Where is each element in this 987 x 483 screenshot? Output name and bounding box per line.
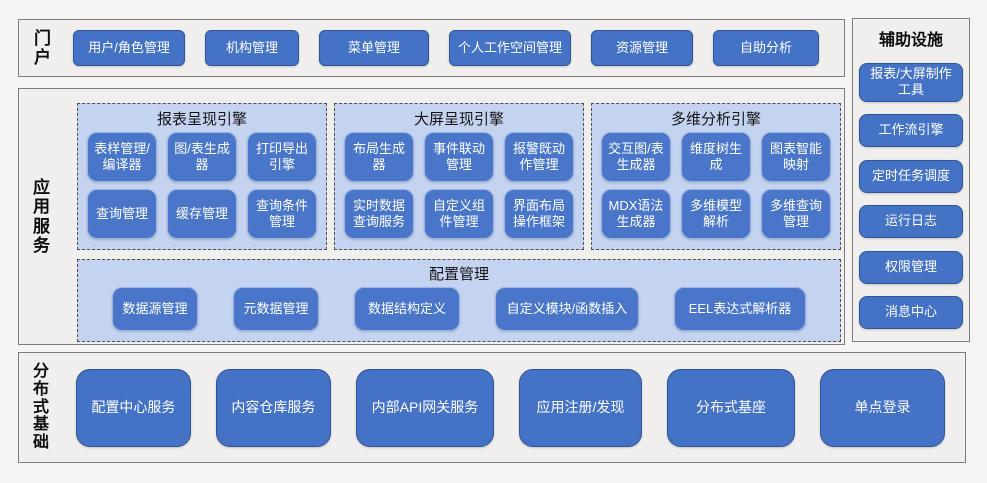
portal-button-self-service-analysis[interactable]: 自助分析	[712, 30, 819, 66]
aux-facilities-panel: 辅助设施 报表/大屏制作工具 工作流引擎 定时任务调度 运行日志 权限管理 消息…	[852, 18, 970, 342]
distributed-foundation-label: 分布式基础	[32, 362, 49, 452]
config-management-box: 配置管理 数据源管理 元数据管理 数据结构定义 自定义模块/函数插入 EEL表达…	[77, 259, 841, 342]
aux-button-scheduled-task[interactable]: 定时任务调度	[859, 159, 963, 193]
config-button-row: 数据源管理 元数据管理 数据结构定义 自定义模块/函数插入 EEL表达式解析器	[112, 287, 806, 331]
button-mdx-syntax-generator[interactable]: MDX语法生成器	[601, 189, 671, 239]
portal-button-row: 用户/角色管理 机构管理 菜单管理 个人工作空间管理 资源管理 自助分析	[73, 30, 819, 66]
dist-button-app-register-discovery[interactable]: 应用注册/发现	[518, 368, 642, 447]
button-query-condition-management[interactable]: 查询条件管理	[247, 189, 317, 239]
button-style-manager-compiler[interactable]: 表样管理/编译器	[87, 132, 158, 182]
button-query-management[interactable]: 查询管理	[87, 189, 158, 239]
button-custom-component-management[interactable]: 自定义组件管理	[424, 189, 494, 239]
aux-facilities-title: 辅助设施	[878, 32, 943, 49]
app-services-label: 应用服务	[33, 178, 51, 255]
button-datasource-management[interactable]: 数据源管理	[112, 287, 199, 331]
engine-title: 大屏呈现引擎	[414, 111, 505, 128]
portal-button-user-role-management[interactable]: 用户/角色管理	[73, 30, 186, 66]
engine-button-grid: 表样管理/编译器 图/表生成器 打印导出引擎 查询管理 缓存管理 查询条件管理	[87, 132, 317, 239]
button-print-export-engine[interactable]: 打印导出引擎	[247, 132, 317, 182]
button-dimension-tree-generator[interactable]: 维度树生成	[680, 132, 751, 182]
dist-button-distributed-base[interactable]: 分布式基座	[666, 368, 795, 447]
engine-box-olap-analysis: 多维分析引擎 交互图/表生成器 维度树生成 图表智能映射 MDX语法生成器 多维…	[591, 103, 841, 250]
engine-title: 报表呈现引擎	[157, 111, 248, 128]
button-chart-smart-mapping[interactable]: 图表智能映射	[760, 132, 831, 182]
engine-button-grid: 布局生成器 事件联动管理 报警既动作管理 实时数据查询服务 自定义组件管理 界面…	[344, 132, 574, 239]
portal-button-org-management[interactable]: 机构管理	[205, 30, 300, 66]
button-multidim-query-management[interactable]: 多维查询管理	[760, 189, 831, 239]
dist-button-content-repo-service[interactable]: 内容仓库服务	[215, 368, 331, 447]
button-interactive-chart-generator[interactable]: 交互图/表生成器	[601, 132, 671, 182]
app-services-content: 报表呈现引擎 表样管理/编译器 图/表生成器 打印导出引擎 查询管理 缓存管理 …	[51, 89, 844, 344]
button-chart-table-generator[interactable]: 图/表生成器	[167, 132, 238, 182]
distributed-foundation-panel: 分布式基础 配置中心服务 内容仓库服务 内部API网关服务 应用注册/发现 分布…	[18, 352, 966, 463]
button-custom-module-function-insert[interactable]: 自定义模块/函数插入	[494, 287, 639, 331]
aux-button-permission-management[interactable]: 权限管理	[859, 250, 963, 284]
app-services-panel: 应用服务 报表呈现引擎 表样管理/编译器 图/表生成器 打印导出引擎 查询管理 …	[18, 88, 845, 345]
button-event-linkage-management[interactable]: 事件联动管理	[424, 132, 494, 182]
dist-button-internal-api-gateway[interactable]: 内部API网关服务	[355, 368, 494, 447]
aux-button-run-log[interactable]: 运行日志	[859, 205, 963, 238]
portal-label: 门户	[34, 28, 52, 67]
engine-row: 报表呈现引擎 表样管理/编译器 图/表生成器 打印导出引擎 查询管理 缓存管理 …	[77, 103, 841, 250]
engine-title: 多维分析引擎	[670, 111, 761, 128]
button-data-structure-definition[interactable]: 数据结构定义	[354, 287, 460, 331]
portal-button-menu-management[interactable]: 菜单管理	[319, 30, 429, 66]
button-eel-expression-parser[interactable]: EEL表达式解析器	[673, 287, 806, 331]
portal-button-resource-management[interactable]: 资源管理	[590, 30, 693, 66]
aux-button-workflow-engine[interactable]: 工作流引擎	[859, 114, 963, 147]
button-ui-layout-framework[interactable]: 界面布局操作框架	[504, 189, 574, 239]
engine-button-grid: 交互图/表生成器 维度树生成 图表智能映射 MDX语法生成器 多维模型解析 多维…	[601, 132, 831, 239]
portal-button-workspace-management[interactable]: 个人工作空间管理	[448, 30, 571, 66]
button-layout-generator[interactable]: 布局生成器	[344, 132, 414, 182]
dist-button-config-center-service[interactable]: 配置中心服务	[75, 368, 191, 447]
dist-button-sso[interactable]: 单点登录	[819, 368, 945, 447]
portal-panel: 门户 用户/角色管理 机构管理 菜单管理 个人工作空间管理 资源管理 自助分析	[18, 19, 845, 77]
button-realtime-data-query-service[interactable]: 实时数据查询服务	[344, 189, 414, 239]
button-alarm-action-management[interactable]: 报警既动作管理	[504, 132, 574, 182]
engine-box-dashboard-rendering: 大屏呈现引擎 布局生成器 事件联动管理 报警既动作管理 实时数据查询服务 自定义…	[334, 103, 584, 250]
button-cache-management[interactable]: 缓存管理	[167, 189, 238, 239]
button-metadata-management[interactable]: 元数据管理	[233, 287, 320, 331]
aux-button-column: 报表/大屏制作工具 工作流引擎 定时任务调度 运行日志 权限管理 消息中心	[853, 50, 969, 341]
aux-button-report-dashboard-tool[interactable]: 报表/大屏制作工具	[859, 63, 963, 102]
distributed-button-row: 配置中心服务 内容仓库服务 内部API网关服务 应用注册/发现 分布式基座 单点…	[75, 368, 945, 447]
engine-box-report-rendering: 报表呈现引擎 表样管理/编译器 图/表生成器 打印导出引擎 查询管理 缓存管理 …	[77, 103, 328, 250]
button-multidim-model-parser[interactable]: 多维模型解析	[680, 189, 751, 239]
config-title: 配置管理	[429, 266, 490, 283]
aux-button-message-center[interactable]: 消息中心	[859, 296, 963, 329]
